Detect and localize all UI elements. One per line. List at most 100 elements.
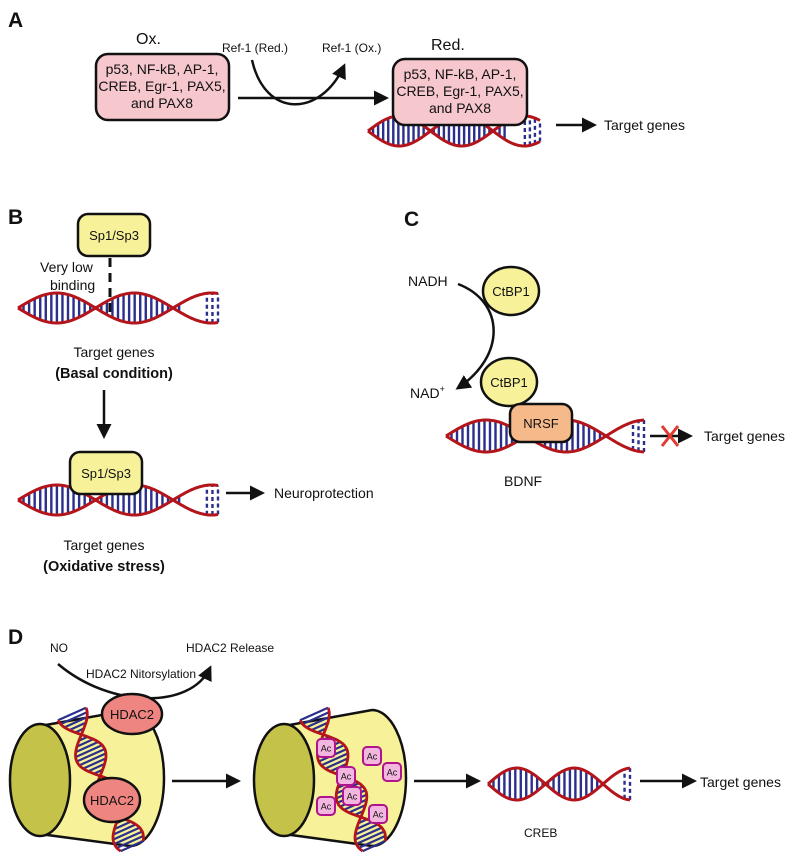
ctbp1-label-bottom: CtBP1 [490, 375, 528, 390]
dna-helix-b-basal [17, 291, 220, 325]
nad-superscript: + [440, 384, 445, 394]
base-pair-rung [76, 747, 106, 763]
panel-c: C NADH CtBP1 NAD+ CtBP1 NRSF Target gene… [404, 208, 785, 489]
ox-box-line-2: CREB, Egr-1, PAX5, [98, 78, 225, 94]
hdac2-ellipse-bottom [82, 776, 142, 824]
base-pair-rung [120, 839, 144, 853]
red-box-line-3: and PAX8 [429, 100, 491, 116]
acetyl-mark [316, 738, 336, 758]
base-pair-rung [305, 716, 330, 729]
oxidative-stress-label: (Oxidative stress) [43, 559, 165, 575]
sp1-sp3-label-basal: Sp1/Sp3 [89, 228, 139, 243]
ox-factor-box [94, 52, 231, 122]
ref1-red-label: Ref-1 (Red.) [222, 41, 288, 55]
b-target-genes-stress: Target genes [64, 537, 145, 553]
base-pair-rung [354, 823, 379, 836]
base-pair-rung [113, 820, 132, 831]
hdac2-release-label: HDAC2 Release [186, 641, 274, 655]
nrsf-box [508, 402, 574, 444]
ctbp1-ellipse-bottom [479, 356, 539, 408]
dna-backbone-strand [487, 766, 631, 802]
acetyl-mark [368, 804, 388, 824]
base-pair-rung [82, 757, 107, 770]
panel-b: B Sp1/Sp3 Very low binding Target genes … [8, 206, 374, 575]
acetyl-mark-label: Ac [341, 772, 352, 782]
ox-box-line-1: p53, NF-kB, AP-1, [106, 61, 219, 77]
nucleosome-face-1 [8, 722, 72, 838]
ref1-ox-label: Ref-1 (Ox.) [322, 41, 381, 55]
nadh-curve-arrow [455, 282, 495, 390]
base-pair-rung [310, 721, 329, 732]
panel-a: A Ox. p53, NF-kB, AP-1, CREB, Egr-1, PAX… [8, 9, 685, 148]
hdac2-ellipse-top [100, 692, 164, 736]
acetyl-mark [362, 746, 382, 766]
base-pair-rung [57, 706, 87, 722]
b-target-genes-basal: Target genes [74, 344, 155, 360]
panel-d: D NO HDAC2 Release HDAC2 Nitorsylation H… [8, 626, 781, 853]
dna-helix-b-stress [17, 483, 220, 517]
acetyl-mark-label: Ac [347, 792, 358, 802]
red-box-line-1: p53, NF-kB, AP-1, [404, 66, 517, 82]
blocked-cross-icon [660, 425, 680, 447]
dna-backbone-strand [487, 766, 631, 802]
red-box-line-2: CREB, Egr-1, PAX5, [396, 83, 523, 99]
base-pair-rung [78, 752, 107, 767]
hdac2-label-bottom: HDAC2 [90, 793, 134, 808]
dna-backbone-strand [17, 483, 219, 517]
base-pair-rung [324, 757, 349, 770]
base-pair-rung [348, 804, 366, 814]
base-pair-rung [112, 826, 141, 841]
basal-condition-label: (Basal condition) [55, 366, 173, 382]
ox-title: Ox. [136, 31, 161, 48]
base-pair-rung [362, 839, 386, 853]
base-pair-rung [87, 762, 106, 773]
a-target-genes: Target genes [604, 117, 685, 133]
nucleosome-with-hdac2: HDAC2 HDAC2 [8, 692, 166, 853]
panel-d-label: D [8, 626, 23, 649]
panel-b-label: B [8, 206, 23, 229]
neuroprotection-label: Neuroprotection [274, 485, 374, 501]
nadh-label: NADH [408, 273, 448, 289]
base-pair-rung [354, 826, 383, 841]
ctbp1-label-top: CtBP1 [492, 284, 530, 299]
nrsf-label: NRSF [523, 416, 558, 431]
acetyl-mark-label: Ac [387, 768, 398, 778]
acetyl-mark [316, 796, 336, 816]
sp1-sp3-label-stress: Sp1/Sp3 [81, 466, 131, 481]
hdac2-label-top: HDAC2 [110, 707, 154, 722]
base-pair-rung [302, 711, 330, 726]
base-pair-rung [76, 738, 94, 748]
panel-a-label: A [8, 9, 23, 32]
very-low-text: Very low [40, 259, 94, 275]
nitrosylation-label: HDAC2 Nitorsylation [86, 667, 196, 681]
acetyl-mark [382, 762, 402, 782]
acetyl-mark-label: Ac [321, 802, 332, 812]
dna-backbone-strand [17, 291, 219, 325]
ox-box-line-3: and PAX8 [131, 95, 193, 111]
base-pair-rung [320, 752, 349, 767]
d-target-genes: Target genes [700, 774, 781, 790]
bdnf-label: BDNF [504, 473, 542, 489]
base-pair-rung [299, 706, 329, 722]
base-pair-rung [75, 740, 99, 754]
nad-label: NAD+ [410, 384, 445, 401]
dna-backbone-strand [445, 418, 645, 454]
acetyl-mark [342, 786, 362, 806]
nucleosome-face-2 [252, 722, 316, 838]
c-target-genes: Target genes [704, 428, 785, 444]
ref1-curve-arrow [250, 59, 346, 106]
base-pair-rung [358, 834, 386, 849]
creb-label: CREB [524, 826, 557, 840]
acetyl-mark-label: Ac [373, 810, 384, 820]
acetyl-mark-label: Ac [367, 752, 378, 762]
dna-backbone-strand [17, 291, 219, 325]
panel-c-label: C [404, 208, 419, 231]
ctbp1-ellipse-top [481, 265, 541, 317]
no-label: NO [50, 641, 68, 655]
base-pair-rung [116, 834, 144, 849]
acetyl-mark-label: Ac [321, 744, 332, 754]
red-factor-box [391, 57, 529, 127]
